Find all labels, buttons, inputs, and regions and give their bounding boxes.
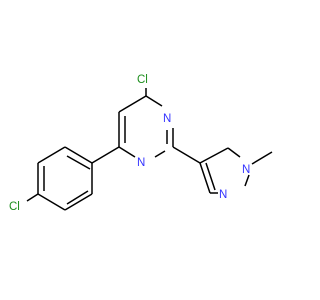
molecule-diagram: Cl Cl N N N N <box>9 74 273 213</box>
bond-n3-c4 <box>145 95 163 107</box>
bond-pz-c4-c5 <box>199 162 211 194</box>
atom-cl-top: Cl <box>137 74 148 86</box>
bond-ph2 <box>37 146 66 164</box>
bond-pz-c4-c5-inner <box>205 162 216 191</box>
bond-c4-c5 <box>118 95 147 113</box>
atom-cl-left: Cl <box>9 201 20 213</box>
pyrimidine-ring <box>118 88 174 158</box>
bond-ph1 <box>64 146 93 164</box>
structure-canvas: Cl Cl N N N N <box>9 74 273 213</box>
bond-ph1-inner <box>66 155 91 170</box>
pyrazole-ring <box>172 146 273 194</box>
bond-ph4 <box>37 193 66 211</box>
atom-n-pyrazole-1: N <box>242 164 250 176</box>
bond-ph5-inner <box>66 190 89 205</box>
bond-pz-n1-n2 <box>244 174 250 187</box>
atom-n-pyrimidine-lower: N <box>137 157 145 169</box>
chlorophenyl-ring <box>26 146 120 211</box>
bond-c6-phenyl <box>91 146 120 164</box>
bond-n1-c2 <box>154 150 166 158</box>
atom-n-pyrimidine-upper: N <box>163 113 171 125</box>
bond-c6-n1 <box>118 146 136 158</box>
bond-pz-c4-c3 <box>199 147 229 164</box>
bond-pz-c3-n1 <box>227 147 241 158</box>
atom-n-pyrazole-2: N <box>219 189 227 201</box>
bond-c2-pyrazole <box>172 146 201 164</box>
bond-n-methyl <box>251 151 273 165</box>
bond-ph5 <box>64 193 93 211</box>
bond-ph-cl <box>26 193 39 202</box>
